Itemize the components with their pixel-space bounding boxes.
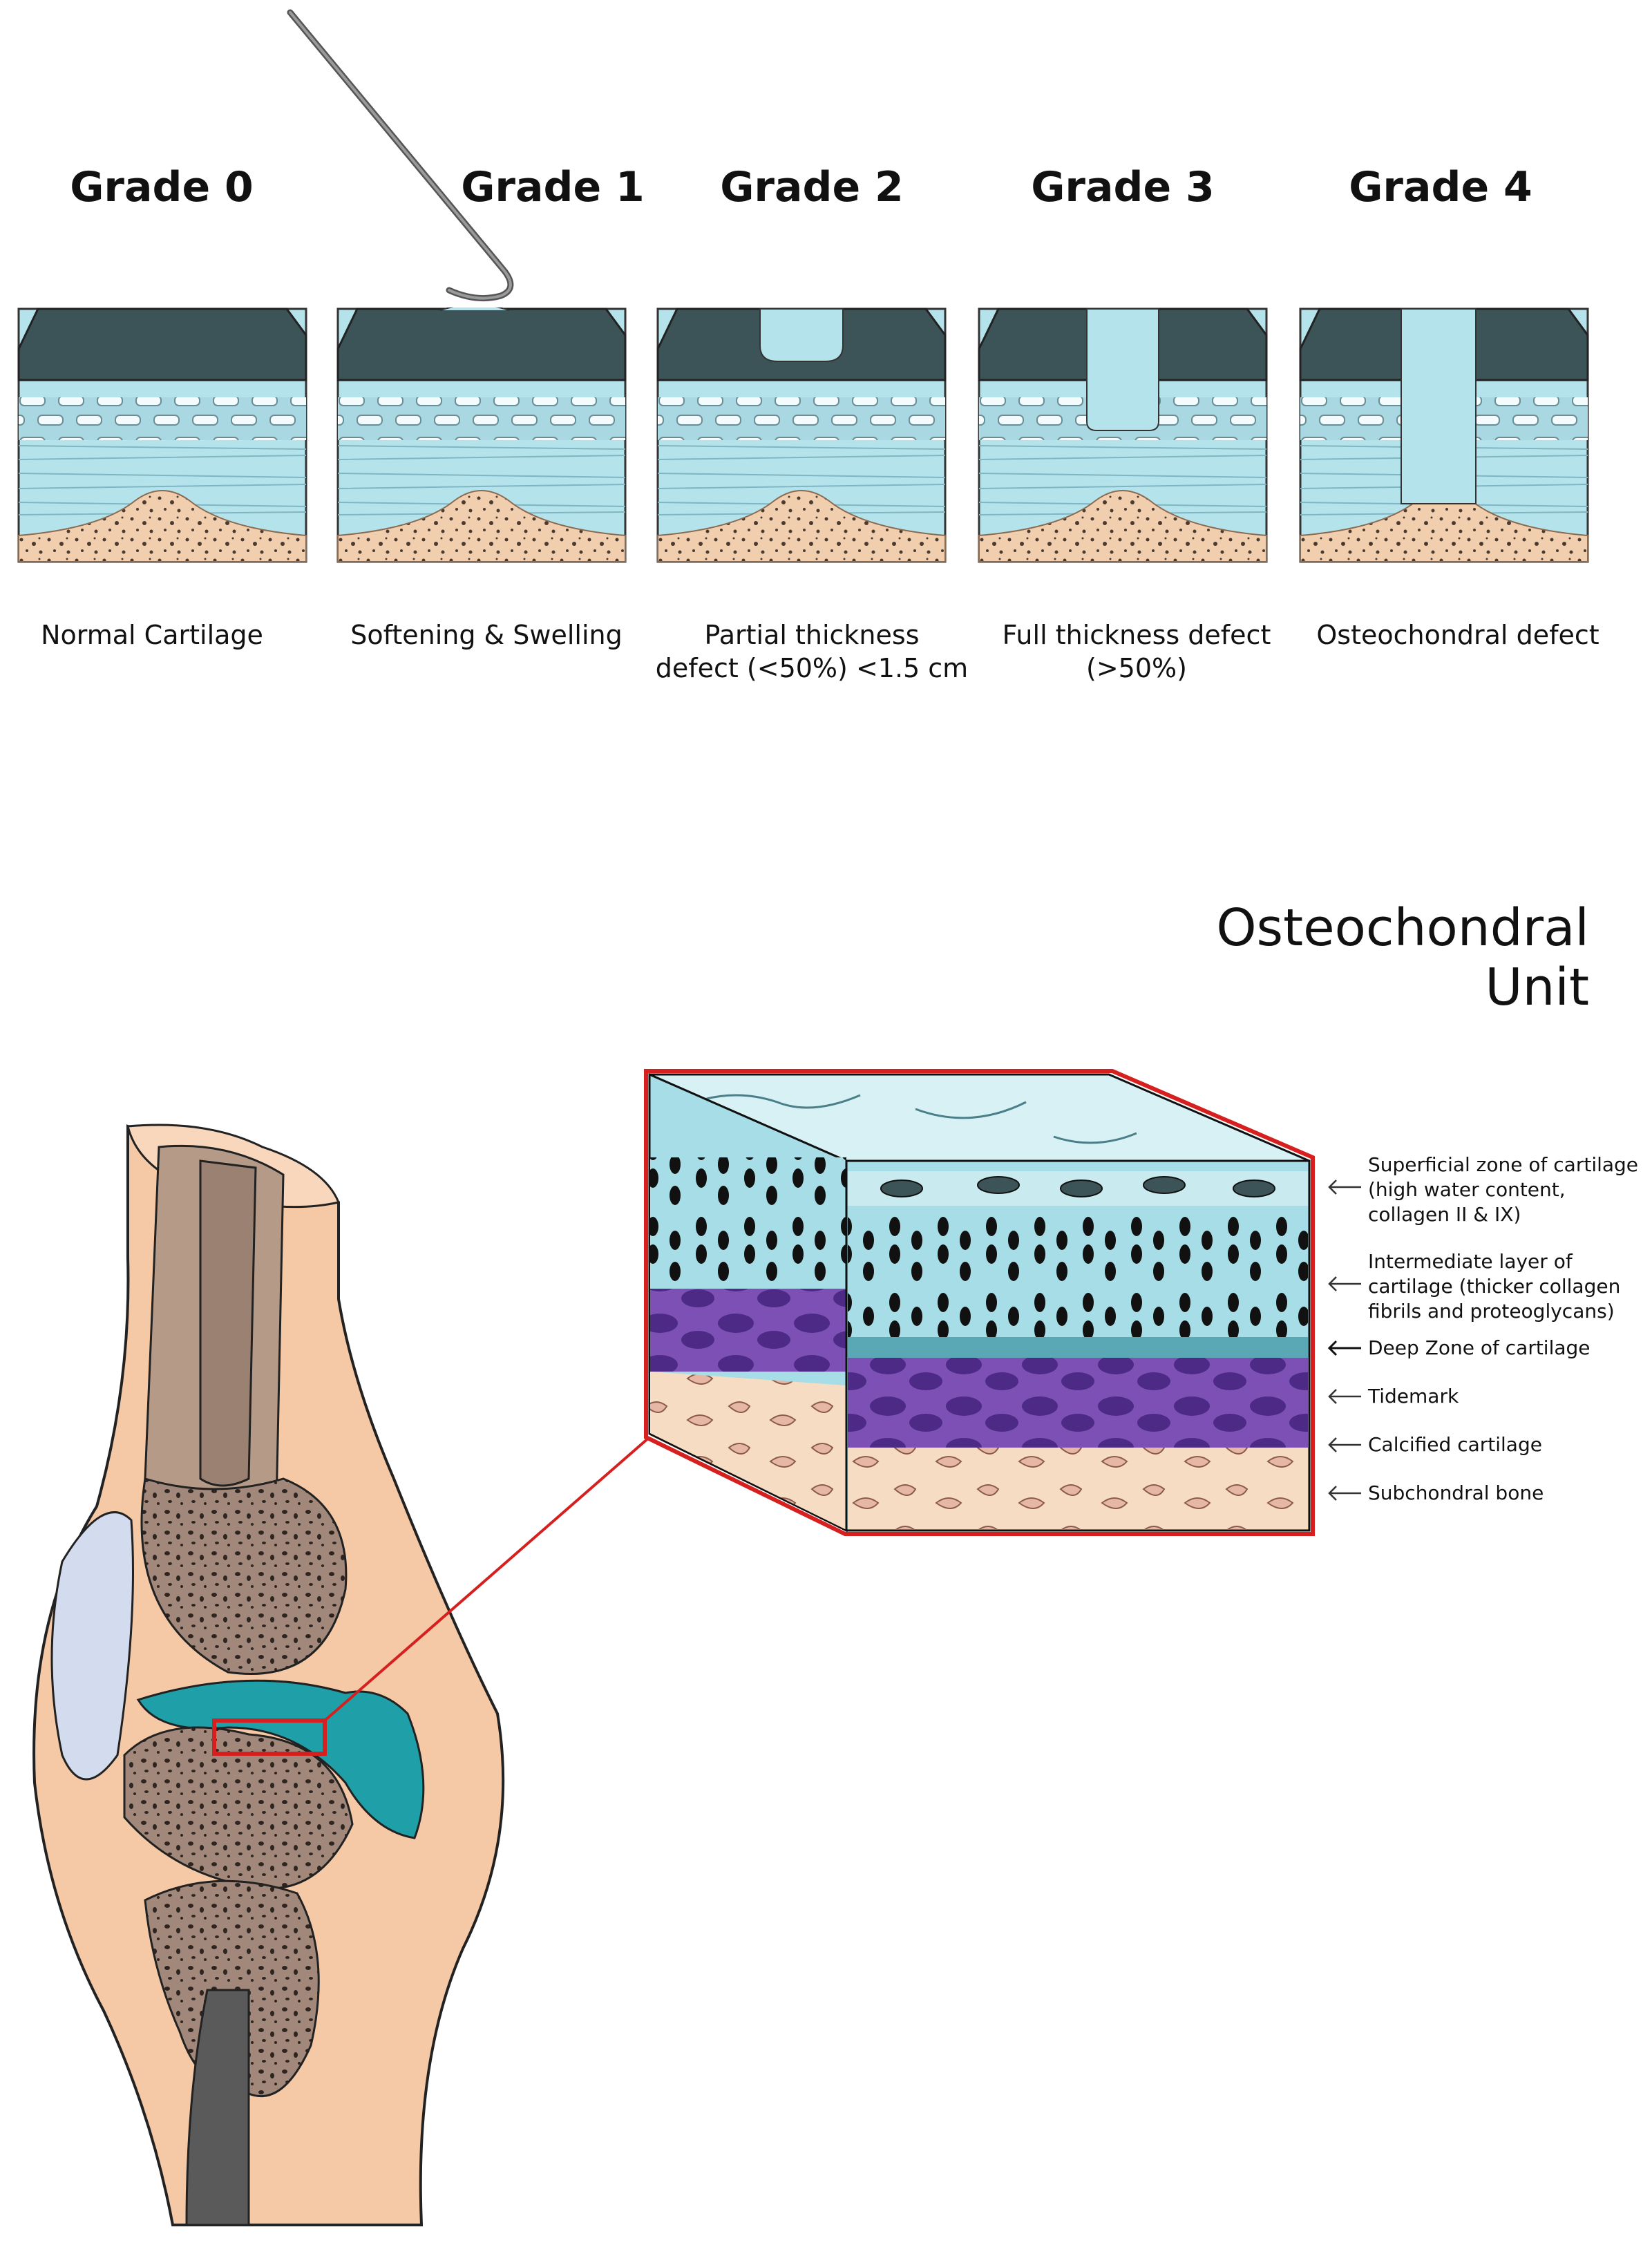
superficial-arrow-icon	[1328, 1180, 1361, 1195]
osteochondral-block	[644, 1069, 1315, 1536]
calcified-arrow-icon	[1328, 1437, 1361, 1452]
knee-joint-illustration	[32, 1124, 505, 2226]
grade-0-panel	[17, 307, 307, 563]
grade-3-title: Grade 3	[1031, 163, 1215, 211]
zoom-connector	[323, 1436, 651, 1722]
grade-0-caption: Normal Cartilage	[41, 620, 263, 650]
label-calcified-cartilage: Calcified cartilage	[1368, 1433, 1542, 1456]
grade-4-panel	[1299, 307, 1589, 563]
grade-4-caption: Osteochondral defect	[1316, 620, 1599, 650]
label-subchondral-bone: Subchondral bone	[1368, 1481, 1544, 1504]
label-superficial-zone: Superficial zone of cartilage (high wate…	[1368, 1153, 1639, 1226]
grade-4-title: Grade 4	[1349, 163, 1532, 211]
grade-3-panel	[978, 307, 1268, 563]
label-intermediate-layer: Intermediate layer of cartilage (thicker…	[1368, 1250, 1621, 1323]
grade-2-title: Grade 2	[720, 163, 904, 211]
grade-2-panel	[656, 307, 947, 563]
deep-zone-arrow-icon	[1327, 1340, 1361, 1356]
subchondral-arrow-icon	[1328, 1486, 1361, 1501]
grade-0-title: Grade 0	[70, 163, 254, 211]
intermediate-arrow-icon	[1328, 1276, 1361, 1291]
label-tidemark: Tidemark	[1368, 1385, 1459, 1408]
label-deep-zone: Deep Zone of cartilage	[1368, 1336, 1591, 1359]
grade-3-caption: Full thickness defect (>50%)	[1002, 620, 1271, 683]
grade-1-panel	[336, 307, 627, 563]
grade-1-caption: Softening & Swelling	[350, 620, 623, 650]
osteochondral-unit-title: Osteochondral Unit	[1216, 898, 1589, 1017]
probe-icon	[287, 9, 514, 302]
grade-1-title: Grade 1	[461, 163, 645, 211]
grade-2-caption: Partial thickness defect (<50%) <1.5 cm	[655, 620, 969, 683]
tidemark-arrow-icon	[1328, 1389, 1361, 1404]
